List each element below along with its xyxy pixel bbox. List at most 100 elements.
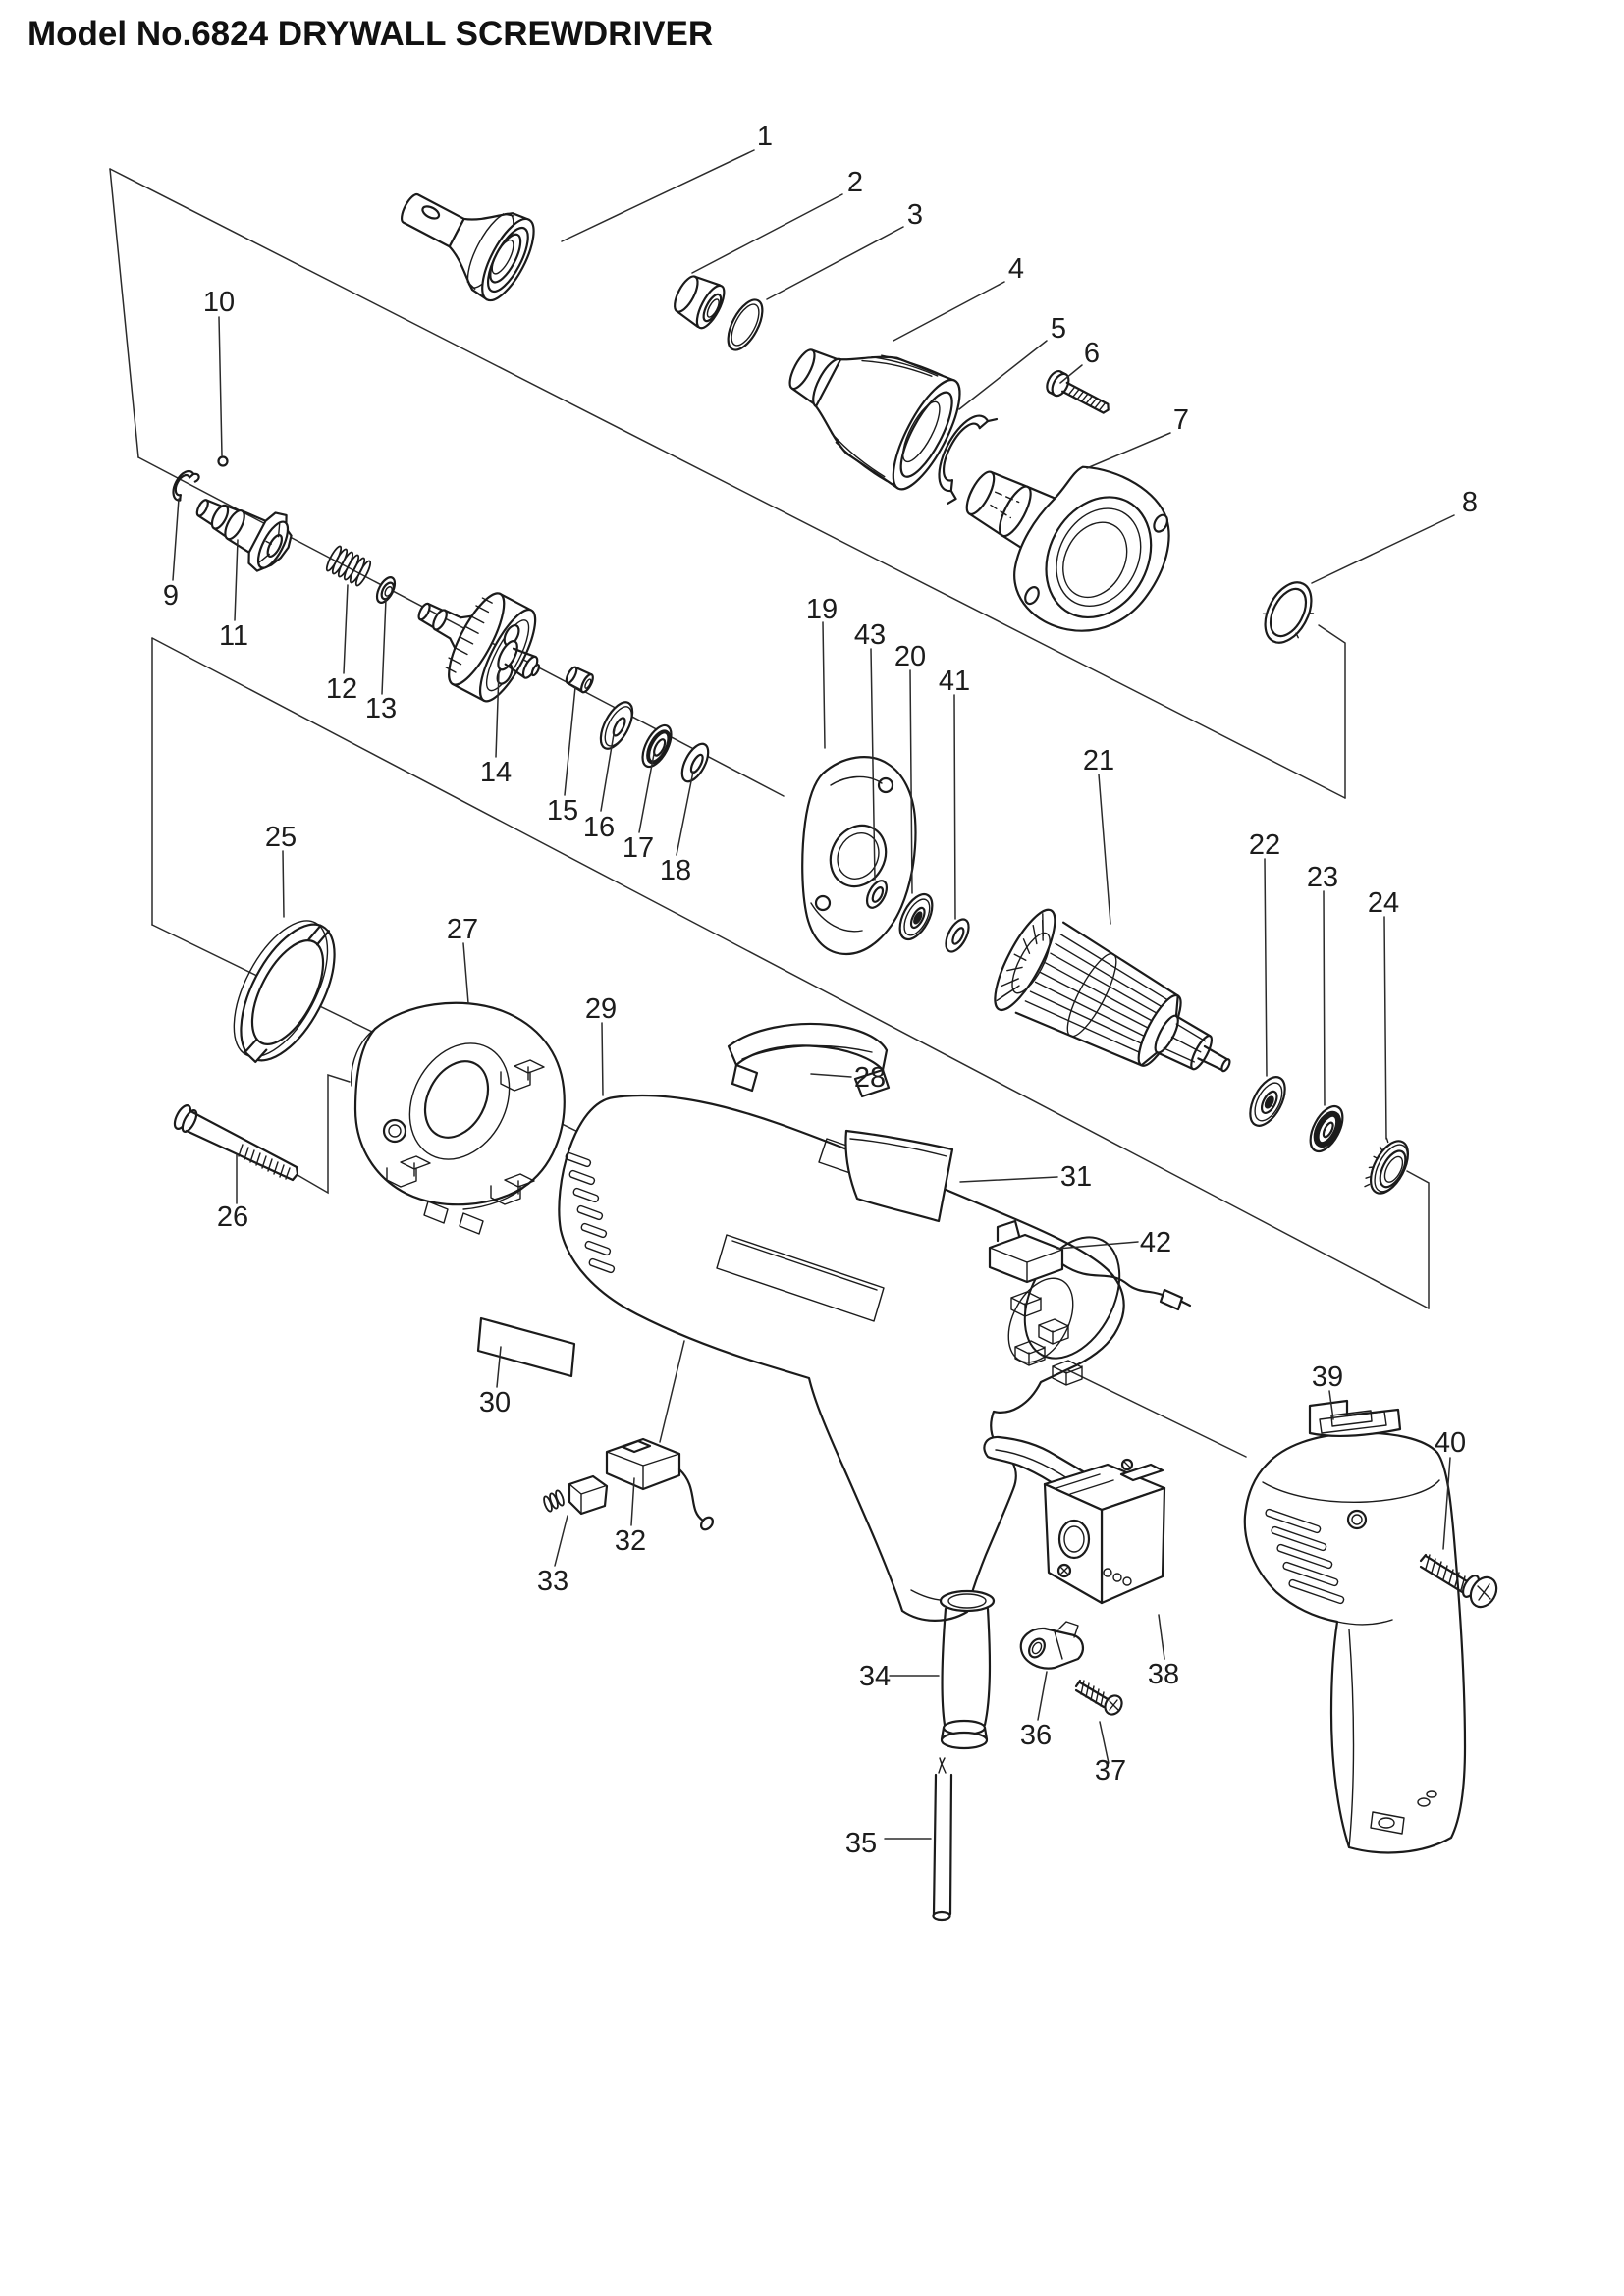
part-1-nose-cone (400, 192, 535, 302)
part-number-label-29: 29 (585, 993, 617, 1025)
part-18-washer (680, 742, 710, 783)
part-5-retaining-ring (938, 414, 999, 505)
leader-line-5 (958, 340, 1048, 410)
leader-line-3 (766, 226, 904, 300)
leader-line-13 (381, 598, 387, 695)
leader-line-10 (218, 316, 223, 456)
leader-line-31 (959, 1176, 1058, 1183)
part-number-label-33: 33 (537, 1566, 568, 1597)
part-number-label-31: 31 (1060, 1161, 1092, 1193)
leader-line-22 (1264, 858, 1268, 1077)
part-number-label-35: 35 (845, 1828, 877, 1859)
part-number-label-2: 2 (847, 167, 863, 198)
part-16-flat-washer (599, 701, 634, 750)
part-number-label-15: 15 (547, 795, 578, 827)
leader-line-16 (600, 727, 616, 812)
part-9-c-washer (172, 469, 200, 502)
part-25-rubber-ring (233, 920, 336, 1064)
part-number-label-23: 23 (1307, 862, 1338, 893)
part-4-clutch-housing (788, 348, 961, 491)
part-8-retainer-ring (1262, 581, 1315, 644)
leader-line-40 (1442, 1457, 1451, 1550)
leader-line-30 (496, 1346, 502, 1388)
leader-line-27 (462, 942, 469, 1004)
part-number-label-3: 3 (907, 199, 923, 231)
part-34-grip-boot (939, 1589, 996, 1750)
part-number-label-19: 19 (806, 594, 838, 625)
assembly-guide-line-5 (151, 637, 1430, 1309)
part-number-label-26: 26 (217, 1201, 248, 1233)
assembly-guide-line-6 (1406, 1170, 1430, 1309)
leader-line-29 (601, 1022, 604, 1096)
part-number-label-1: 1 (757, 121, 773, 152)
leader-line-42 (1056, 1241, 1139, 1250)
part-24-insulation-sleeve (1364, 1137, 1410, 1195)
part-42-brush-holder (988, 1219, 1192, 1311)
leader-line-24 (1383, 916, 1387, 1140)
leader-line-39 (1328, 1390, 1334, 1420)
part-number-label-41: 41 (939, 666, 970, 697)
leader-line-7 (1086, 432, 1171, 469)
part-number-label-43: 43 (854, 619, 886, 651)
part-number-label-12: 12 (326, 673, 357, 705)
parts-drawings (172, 192, 1498, 1922)
part-22-ball-bearing (1249, 1076, 1286, 1127)
part-number-label-25: 25 (265, 822, 297, 853)
part-number-label-42: 42 (1140, 1227, 1171, 1258)
part-number-label-11: 11 (219, 620, 248, 652)
leader-lines (172, 149, 1455, 1840)
part-33-carbon-brush (543, 1474, 609, 1516)
part-15-pin (565, 666, 594, 694)
part-30-name-plate (476, 1316, 576, 1378)
part-number-label-20: 20 (894, 641, 926, 672)
part-32-brush-holder (605, 1437, 715, 1531)
part-38-switch (983, 1435, 1166, 1605)
leader-line-2 (691, 193, 843, 274)
part-37-screw (1074, 1679, 1123, 1716)
assembly-guide-line-2 (1318, 624, 1346, 799)
part-number-labels: 1234567891011121314151617181943204121222… (163, 121, 1478, 1859)
leader-line-15 (564, 686, 576, 796)
part-36-cord-clamp (1019, 1621, 1084, 1670)
leader-line-41 (953, 694, 956, 920)
page-title: Model No.6824 DRYWALL SCREWDRIVER (27, 15, 713, 53)
leader-line-37 (1099, 1721, 1110, 1764)
part-19-bearing-retainer (801, 756, 917, 956)
part-number-label-14: 14 (480, 757, 512, 788)
leader-line-36 (1037, 1671, 1048, 1721)
part-41-washer (945, 918, 970, 953)
leader-line-21 (1098, 774, 1111, 925)
part-number-label-40: 40 (1435, 1427, 1466, 1459)
part-number-label-24: 24 (1368, 887, 1399, 919)
part-number-label-27: 27 (447, 914, 478, 945)
part-6-pan-head-screw (1046, 369, 1110, 414)
leader-line-23 (1323, 890, 1326, 1106)
assembly-guide-line-9 (297, 1073, 351, 1195)
part-3-o-ring (727, 298, 764, 351)
part-12-compression-spring (325, 545, 372, 587)
part-number-label-8: 8 (1462, 487, 1478, 518)
part-31-baffle-plate (844, 1129, 954, 1223)
part-20-ball-bearing (898, 892, 934, 941)
part-number-label-4: 4 (1008, 253, 1024, 285)
leader-line-18 (676, 771, 694, 856)
assembly-guide-line-4 (137, 456, 785, 797)
part-7-gear-housing-cover (965, 465, 1170, 632)
leader-line-14 (495, 670, 500, 758)
assembly-guide-line-3 (109, 168, 139, 458)
part-number-label-10: 10 (203, 287, 235, 318)
part-number-label-13: 13 (365, 693, 397, 724)
part-27-field-coil (351, 1001, 566, 1235)
part-number-label-30: 30 (479, 1387, 511, 1418)
leader-line-9 (172, 498, 180, 581)
leader-line-8 (1311, 514, 1455, 584)
part-43-washer (865, 880, 889, 909)
part-11-spindle (195, 499, 293, 572)
assembly-guide-line-11 (659, 1340, 685, 1443)
leader-line-43 (870, 648, 876, 881)
part-number-label-39: 39 (1312, 1362, 1343, 1393)
leader-line-19 (822, 621, 826, 749)
part-23-ball-bearing (1309, 1104, 1344, 1153)
part-2-adjusting-bushing (674, 275, 726, 330)
